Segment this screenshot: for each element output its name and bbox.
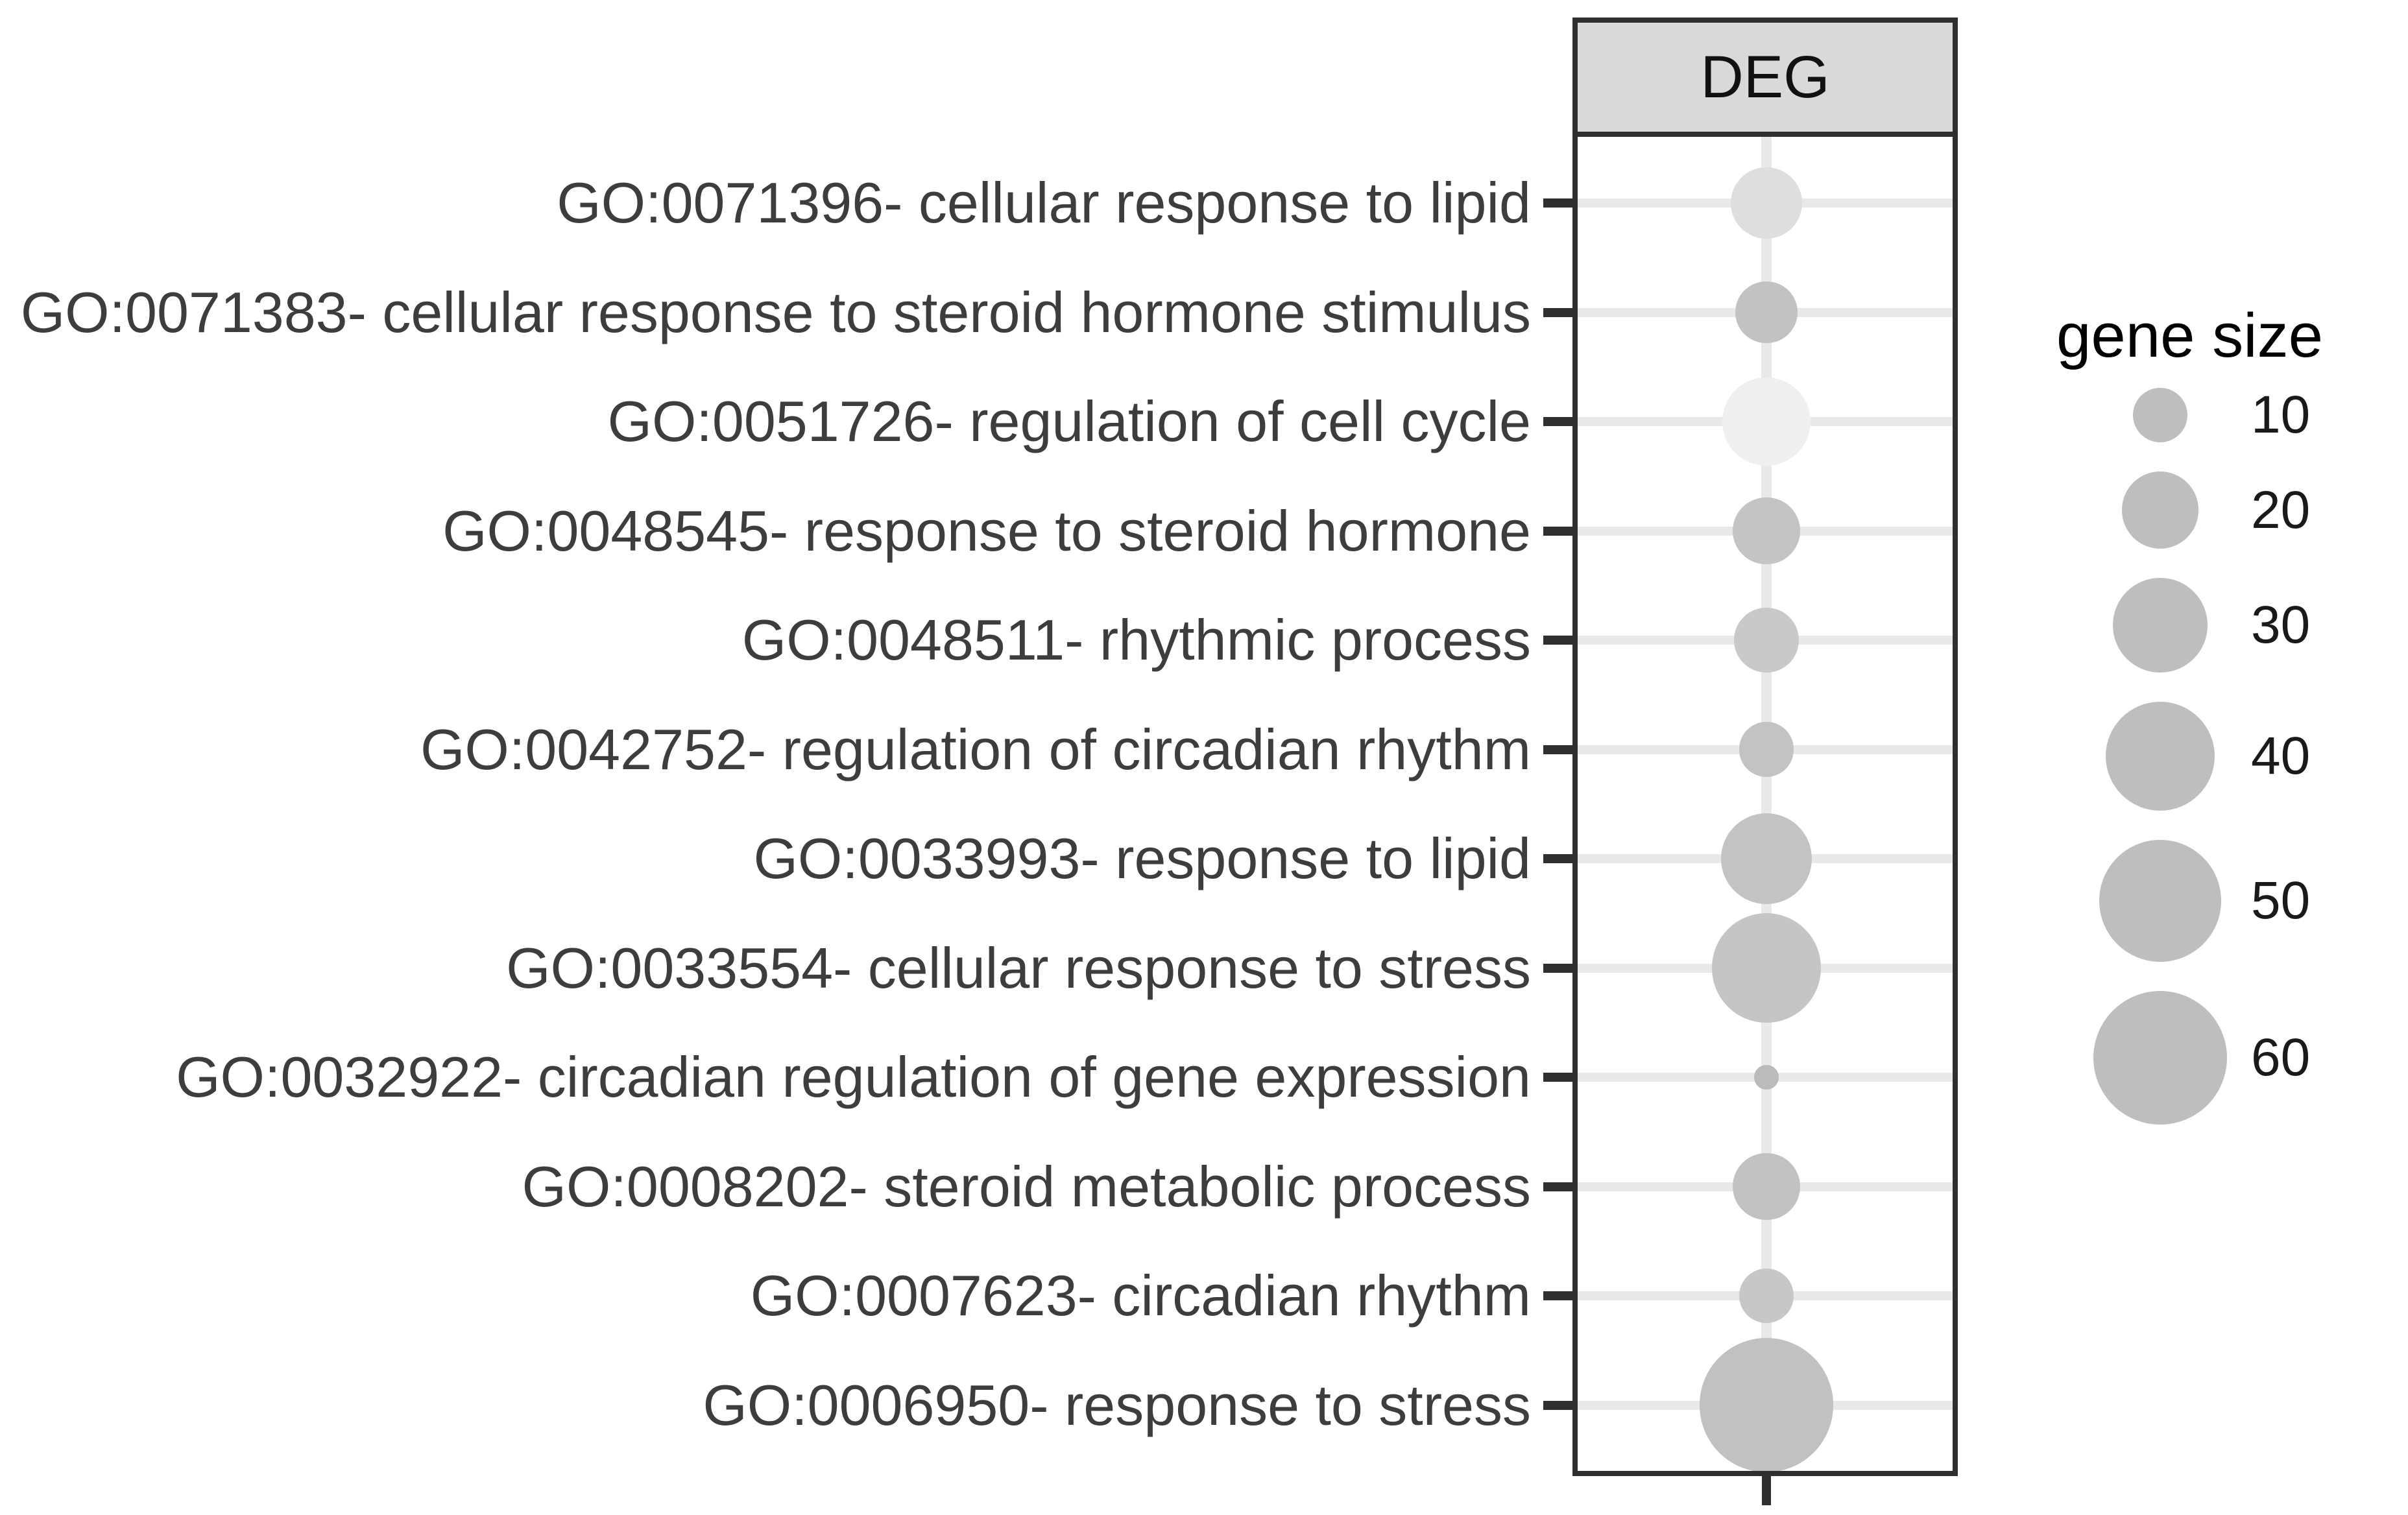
y-axis-tick (1543, 1182, 1572, 1191)
data-point-bubble (1731, 167, 1802, 239)
data-point-bubble (1735, 281, 1798, 344)
legend-size-label: 10 (2251, 385, 2311, 445)
go-term-label: GO:0008202- steroid metabolic process (522, 1154, 1531, 1219)
data-point-bubble (1754, 1065, 1779, 1090)
legend-size-label: 60 (2251, 1028, 2311, 1088)
go-term-label: GO:0006950- response to stress (703, 1372, 1531, 1437)
data-point-bubble (1733, 497, 1800, 564)
go-term-label: GO:0048511- rhythmic process (741, 608, 1531, 672)
y-axis-tick (1543, 198, 1572, 208)
legend-size-circle (2113, 578, 2208, 673)
legend-size-circle (2093, 991, 2227, 1125)
data-point-bubble (1722, 377, 1811, 466)
deg-facet-panel: DEG (1572, 18, 1958, 1476)
plot-area (1578, 137, 1953, 1471)
data-point-bubble (1739, 1268, 1794, 1324)
legend-size-label: 40 (2251, 726, 2311, 785)
y-axis-tick (1543, 854, 1572, 863)
y-axis-tick (1543, 526, 1572, 536)
go-term-label: GO:0042752- regulation of circadian rhyt… (420, 717, 1531, 781)
facet-strip: DEG (1578, 23, 1953, 137)
legend-size-label: 20 (2251, 480, 2311, 540)
legend-size-circle (2121, 471, 2199, 549)
legend-size-label: 50 (2251, 871, 2311, 931)
legend-title: gene size (2056, 301, 2323, 370)
go-term-label: GO:0071383- cellular response to steroid… (20, 280, 1531, 344)
go-term-label: GO:0051726- regulation of cell cycle (607, 389, 1531, 453)
data-point-bubble (1739, 722, 1794, 777)
data-point-bubble (1734, 608, 1799, 673)
y-axis-tick (1543, 963, 1572, 973)
y-axis-tick (1543, 636, 1572, 645)
go-term-label: GO:0032922- circadian regulation of gene… (176, 1045, 1531, 1109)
legend-size-circle (2132, 388, 2188, 443)
go-term-label: GO:0007623- circadian rhythm (750, 1263, 1531, 1328)
data-point-bubble (1733, 1152, 1800, 1220)
data-point-bubble (1720, 813, 1812, 905)
legend-size-circle (2099, 840, 2222, 962)
go-term-label: GO:0033554- cellular response to stress (506, 935, 1531, 1000)
go-term-label: GO:0033993- response to lipid (753, 826, 1531, 890)
data-point-bubble (1699, 1338, 1833, 1471)
legend-size-label: 30 (2251, 595, 2311, 654)
y-axis-tick (1543, 745, 1572, 754)
data-point-bubble (1711, 913, 1822, 1023)
y-axis-tick (1543, 307, 1572, 317)
y-axis-tick (1543, 417, 1572, 426)
x-axis-tick (1762, 1476, 1771, 1505)
y-axis-tick (1543, 1073, 1572, 1082)
vertical-gridline (1761, 137, 1772, 1471)
y-axis-tick (1543, 1400, 1572, 1410)
facet-strip-label: DEG (1700, 43, 1830, 110)
legend-size-circle (2105, 701, 2215, 811)
go-term-label: GO:0071396- cellular response to lipid (557, 171, 1531, 235)
go-term-label: GO:0048545- response to steroid hormone (442, 498, 1531, 563)
y-axis-tick (1543, 1291, 1572, 1300)
